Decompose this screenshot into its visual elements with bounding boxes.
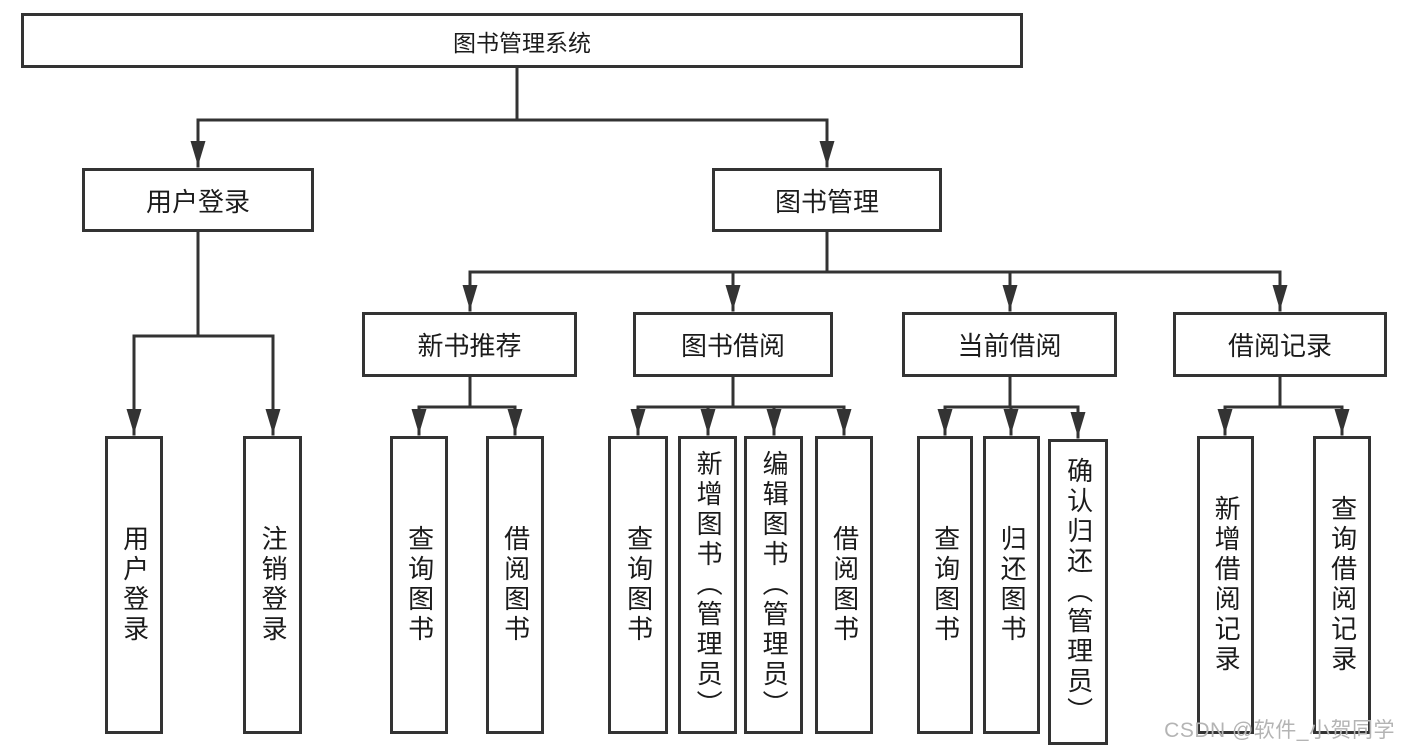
node-borrow-records: 借阅记录 bbox=[1173, 312, 1387, 377]
leaf-query-books-recommend-label: 查询图书 bbox=[404, 525, 435, 645]
leaf-borrow-books: 借阅图书 bbox=[815, 436, 873, 734]
leaf-borrow-books-recommend: 借阅图书 bbox=[486, 436, 544, 734]
node-borrow-records-label: 借阅记录 bbox=[1227, 331, 1332, 361]
leaf-query-books-current-label: 查询图书 bbox=[930, 525, 961, 645]
node-current-borrow: 当前借阅 bbox=[902, 312, 1117, 377]
leaf-user-login: 用户登录 bbox=[105, 436, 163, 734]
node-current-borrow-label: 当前借阅 bbox=[957, 331, 1062, 361]
leaf-borrow-books-label: 借阅图书 bbox=[829, 525, 860, 645]
leaf-query-borrow-record-label: 查询借阅记录 bbox=[1327, 495, 1358, 675]
leaf-edit-book-admin-label: 编辑图书（管理员） bbox=[759, 450, 790, 720]
leaf-query-books-borrow-label: 查询图书 bbox=[623, 525, 654, 645]
watermark: CSDN @软件_小贺同学 bbox=[1164, 719, 1395, 742]
leaf-query-books-recommend: 查询图书 bbox=[390, 436, 448, 734]
leaf-edit-book-admin: 编辑图书（管理员） bbox=[744, 436, 803, 734]
leaf-logout-label: 注销登录 bbox=[258, 525, 289, 645]
node-book-management: 图书管理 bbox=[712, 168, 942, 232]
node-root-label: 图书管理系统 bbox=[453, 29, 591, 56]
leaf-confirm-return-admin: 确认归还（管理员） bbox=[1048, 439, 1108, 745]
node-book-borrow: 图书借阅 bbox=[633, 312, 833, 377]
leaf-add-book-admin: 新增图书（管理员） bbox=[678, 436, 737, 734]
leaf-confirm-return-admin-label: 确认归还（管理员） bbox=[1063, 457, 1094, 727]
leaf-query-books-current: 查询图书 bbox=[917, 436, 973, 734]
leaf-add-borrow-record: 新增借阅记录 bbox=[1197, 436, 1254, 734]
node-user-login: 用户登录 bbox=[82, 168, 314, 232]
leaf-borrow-books-recommend-label: 借阅图书 bbox=[500, 525, 531, 645]
leaf-query-books-borrow: 查询图书 bbox=[608, 436, 668, 734]
node-book-borrow-label: 图书借阅 bbox=[680, 331, 785, 361]
node-user-login-label: 用户登录 bbox=[145, 186, 250, 217]
leaf-add-borrow-record-label: 新增借阅记录 bbox=[1211, 495, 1242, 675]
leaf-logout: 注销登录 bbox=[243, 436, 302, 734]
leaf-return-books-label: 归还图书 bbox=[997, 525, 1028, 645]
leaf-query-borrow-record: 查询借阅记录 bbox=[1313, 436, 1371, 734]
leaf-add-book-admin-label: 新增图书（管理员） bbox=[693, 450, 724, 720]
node-new-book-recommend: 新书推荐 bbox=[362, 312, 577, 377]
node-root: 图书管理系统 bbox=[21, 13, 1023, 68]
leaf-user-login-label: 用户登录 bbox=[119, 525, 150, 645]
node-book-management-label: 图书管理 bbox=[774, 186, 879, 217]
node-new-book-recommend-label: 新书推荐 bbox=[417, 331, 522, 361]
leaf-return-books: 归还图书 bbox=[983, 436, 1040, 734]
